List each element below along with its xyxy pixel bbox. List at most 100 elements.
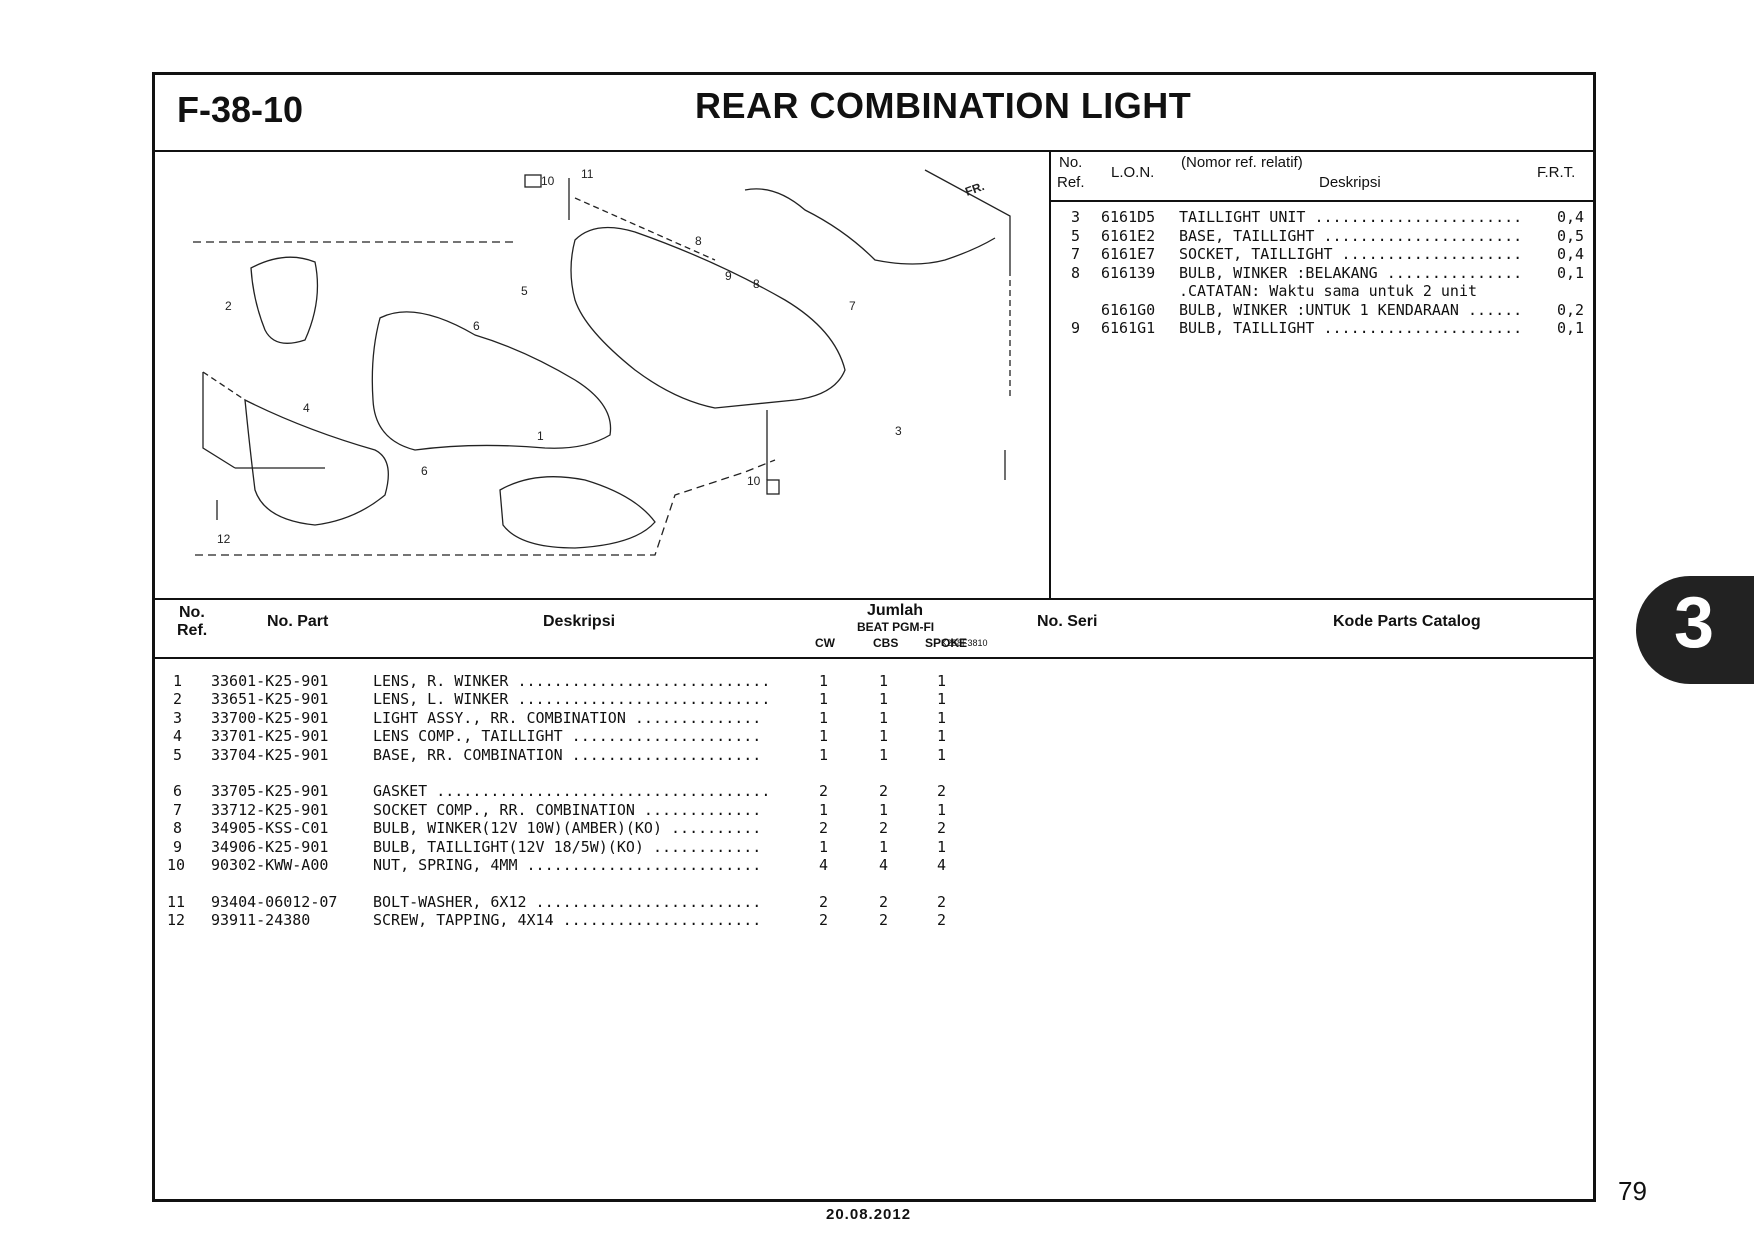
ref-lon: 6161E7: [1101, 245, 1156, 263]
row-cw: 1: [819, 708, 829, 727]
ref-header-desc: Deskripsi: [1319, 174, 1381, 191]
ref-frt: 0,5: [1557, 226, 1585, 245]
callout-12: 12: [217, 532, 231, 546]
row-cw: 4: [819, 855, 829, 874]
row-desc: LIGHT ASSY., RR. COMBINATION ...........…: [373, 708, 762, 727]
ref-header-lon: L.O.N.: [1111, 164, 1155, 181]
ref-row: 5 6161E2 BASE, TAILLIGHT ...............…: [1051, 227, 1595, 246]
parts-header-catalog: Kode Parts Catalog: [1333, 613, 1481, 630]
parts-header-model: BEAT PGM-FI: [857, 620, 935, 634]
row-spoke: 1: [937, 800, 947, 819]
row-ref: 12: [167, 911, 186, 930]
row-spoke: 1: [937, 727, 947, 746]
row-desc: BULB, TAILLIGHT(12V 18/5W)(KO) .........…: [373, 837, 762, 856]
row-desc: LENS, R. WINKER ........................…: [373, 672, 771, 690]
ref-desc: SOCKET, TAILLIGHT ....................: [1179, 245, 1523, 263]
ref-header-ref: Ref.: [1057, 174, 1085, 191]
row-spoke: 2: [937, 782, 947, 801]
section-code: F-38-10: [177, 89, 304, 130]
row-desc: GASKET .................................…: [373, 782, 771, 801]
row-spoke: 1: [937, 690, 947, 709]
parts-header-spoke: SPOKE: [925, 636, 968, 650]
socket-harness-shape: [744, 188, 996, 265]
row-desc: LENS COMP., TAILLIGHT ..................…: [373, 727, 762, 746]
ref-row: 7 6161E7 SOCKET, TAILLIGHT .............…: [1051, 245, 1595, 264]
row-cbs: 2: [879, 911, 889, 930]
row-spoke: 2: [937, 892, 947, 911]
row-spoke: 4: [937, 855, 947, 874]
parts-header-seri: No. Seri: [1037, 613, 1098, 630]
row-ref: 5: [173, 745, 183, 764]
parts-header-cbs: CBS: [873, 636, 899, 650]
row-spoke: 2: [937, 911, 947, 930]
callout-1: 1: [537, 429, 544, 443]
table-row: 11 93404-06012-07 BOLT-WASHER, 6X12 ....…: [155, 893, 1593, 911]
ref-row: 9 6161G1 BULB, TAILLIGHT ...............…: [1051, 319, 1595, 338]
gasket-shape: [371, 311, 612, 451]
ref-no: 9: [1071, 319, 1081, 337]
row-part: 33651-K25-901: [211, 690, 329, 709]
parts-table-body: 1 33601-K25-901 LENS, R. WINKER ........…: [155, 672, 1593, 929]
ref-header-desc-top: (Nomor ref. relatif): [1181, 154, 1303, 171]
row-part: 90302-KWW-A00: [211, 855, 329, 874]
row-cbs: 1: [879, 837, 889, 856]
page-frame: F-38-10 REAR COMBINATION LIGHT: [152, 72, 1596, 1202]
callout-5: 5: [521, 284, 528, 298]
row-desc: SCREW, TAPPING, 4X14 ...................…: [373, 911, 762, 930]
row-ref: 11: [167, 892, 186, 911]
section-tab-number: 3: [1674, 583, 1715, 663]
ref-no: 5: [1071, 226, 1081, 245]
parts-header-jumlah: Jumlah: [867, 602, 924, 619]
row-cbs: 1: [879, 690, 889, 709]
page-header: F-38-10 REAR COMBINATION LIGHT: [155, 75, 1593, 152]
ref-row-note: .CATATAN: Waktu sama untuk 2 unit: [1051, 282, 1595, 301]
row-part: 33700-K25-901: [211, 708, 329, 727]
table-row: 10 90302-KWW-A00 NUT, SPRING, 4MM ......…: [155, 856, 1593, 874]
callout-10-top: 10: [541, 174, 555, 188]
ref-lon: 616139: [1101, 263, 1156, 282]
ref-frt: 0,4: [1557, 208, 1585, 226]
ref-frt: 0,1: [1557, 263, 1585, 282]
ref-no: 8: [1071, 263, 1081, 282]
row-cbs: 1: [879, 800, 889, 819]
diagram-code: K258F3810: [941, 638, 988, 648]
row-part: 34905-KSS-C01: [211, 819, 329, 838]
row-cw: 1: [819, 745, 829, 764]
row-cbs: 1: [879, 727, 889, 746]
row-cw: 2: [819, 892, 829, 911]
table-row: 3 33700-K25-901 LIGHT ASSY., RR. COMBINA…: [155, 709, 1593, 727]
ref-note: .CATATAN: Waktu sama untuk 2 unit: [1179, 282, 1478, 300]
callout-2: 2: [225, 299, 232, 313]
row-desc: SOCKET COMP., RR. COMBINATION ..........…: [373, 800, 762, 819]
row-cw: 1: [819, 672, 829, 690]
relative-ref-table: No. Ref. L.O.N. (Nomor ref. relatif) Des…: [1051, 150, 1595, 598]
lens-taillight-shape: [499, 476, 656, 549]
callout-8-b: 8: [753, 277, 760, 291]
callout-10-bottom: 10: [747, 474, 761, 488]
table-row: 12 93911-24380 SCREW, TAPPING, 4X14 ....…: [155, 911, 1593, 929]
ref-desc: TAILLIGHT UNIT .......................: [1179, 208, 1523, 226]
ref-desc: BULB, TAILLIGHT ......................: [1179, 319, 1523, 337]
parts-header-no: No.: [179, 604, 205, 621]
base-combination-shape: [570, 226, 846, 409]
ref-lon: 6161G1: [1101, 319, 1156, 337]
row-cbs: 1: [879, 672, 889, 690]
ref-lon: 6161D5: [1101, 208, 1156, 226]
row-spoke: 2: [937, 819, 947, 838]
row-cbs: 2: [879, 819, 889, 838]
row-cw: 2: [819, 782, 829, 801]
group-gap: [155, 874, 1593, 892]
ref-desc: BULB, WINKER :UNTUK 1 KENDARAAN ......: [1179, 300, 1523, 319]
lens-r-winker-shape: [244, 398, 389, 526]
group-gap: [155, 764, 1593, 782]
ref-frt: 0,4: [1557, 245, 1585, 263]
row-ref: 1: [173, 672, 183, 690]
ref-table-body: 3 6161D5 TAILLIGHT UNIT ................…: [1051, 208, 1595, 338]
table-row: 1 33601-K25-901 LENS, R. WINKER ........…: [155, 672, 1593, 690]
callout-8-a: 8: [695, 234, 702, 248]
callout-7: 7: [849, 299, 856, 313]
print-date: 20.08.2012: [826, 1206, 912, 1223]
row-ref: 7: [173, 800, 183, 819]
row-part: 33601-K25-901: [211, 672, 329, 690]
row-cw: 1: [819, 690, 829, 709]
